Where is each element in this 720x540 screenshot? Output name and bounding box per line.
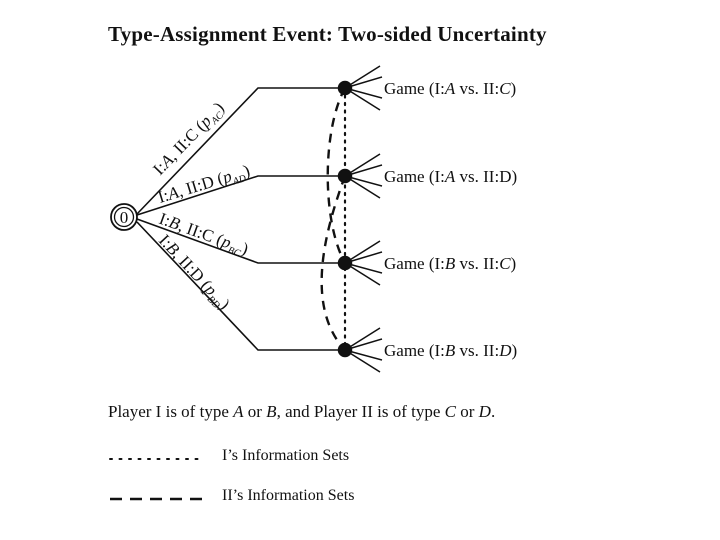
game-label-ac: Game (I:A vs. II:C) [384,79,516,98]
player-two-info-set-curves [320,87,347,351]
legend-dashed-label: II’s Information Sets [222,487,355,504]
game-node-bd [337,327,383,373]
diagram-title: Type-Assignment Event: Two-sided Uncerta… [108,22,547,46]
info-set-curve-d [320,175,347,351]
branch-line-ac [136,87,345,215]
branch-line-bd [136,221,345,351]
game-node-bc [337,240,383,286]
legend-dashed: II’s Information Sets [108,487,508,509]
game-label-bd: Game (I:B vs. II:D) [384,341,517,360]
root-node: 0 [110,203,138,231]
branch-label-ac: I:A, II:C (pAC) [149,98,230,181]
game-tree: 0 I:A, II:C (pAC) I:A, II:D (pAD) I:B, I… [110,65,517,373]
branch-lines [136,87,345,351]
root-label: 0 [120,208,129,227]
dashed-line-swatch [110,497,204,501]
diagram-caption: Player I is of type A or B, and Player I… [108,402,496,421]
info-set-curve-c [326,87,347,264]
dotted-line-swatch [109,458,205,460]
branch-line-bc [136,218,345,264]
legend-dotted-label: I’s Information Sets [222,447,350,464]
game-node-ac [337,65,383,111]
game-node-ad [337,153,383,199]
game-label-bc: Game (I:B vs. II:C) [384,254,516,273]
legend-dotted: I’s Information Sets [108,447,508,469]
game-label-ad: Game (I:A vs. II:D) [384,167,517,186]
branch-line-ad [136,175,345,216]
